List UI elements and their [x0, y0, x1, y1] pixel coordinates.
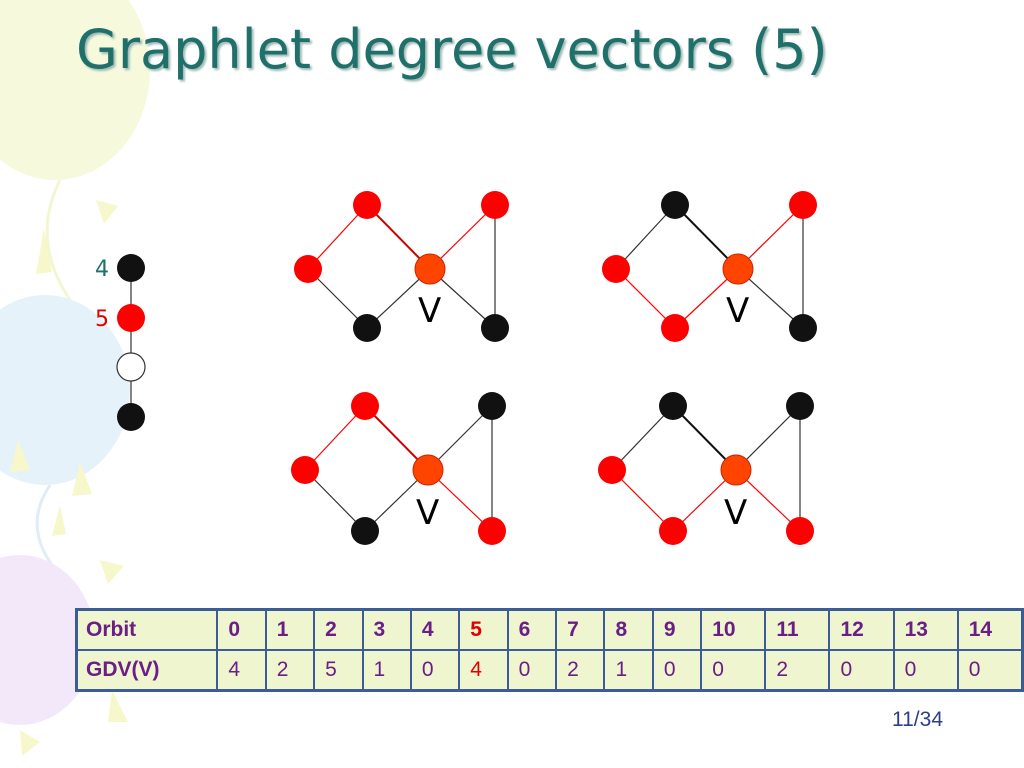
orbit-cell: 9 [652, 610, 702, 650]
slide-title: Graphlet degree vectors (5) [76, 18, 828, 81]
gdv-cell: 5 [314, 650, 363, 690]
orbit-cell: 2 [314, 610, 363, 650]
gdv-row: GDV(V) 4 2 5 1 0 4 0 2 1 0 0 2 0 0 0 [77, 650, 1022, 690]
node-black [661, 191, 689, 219]
gdv-cell: 0 [652, 650, 702, 690]
node-black [786, 392, 814, 420]
node-red [602, 255, 630, 283]
node-black [353, 314, 381, 342]
v-label: V [418, 291, 441, 331]
node-black [659, 392, 687, 420]
v-label: V [726, 291, 749, 331]
chain-node-red [117, 304, 145, 332]
edge-black [611, 405, 674, 471]
node-black [789, 314, 817, 342]
orbit-cell: 10 [701, 610, 766, 650]
edge-red [304, 405, 366, 471]
balloon-purple-decoration [0, 555, 95, 725]
page-number: 11/34 [892, 708, 943, 731]
gdv-cell: 1 [362, 650, 411, 690]
graphlet-instance-4: V [598, 392, 814, 545]
gdv-cell: 0 [507, 650, 557, 690]
orbit-cell: 14 [957, 610, 1022, 650]
node-v [412, 454, 444, 486]
chain-node-black [117, 403, 145, 431]
edge-black [304, 469, 366, 532]
node-red [351, 392, 379, 420]
node-red [353, 191, 381, 219]
orbit-cell: 0 [217, 610, 266, 650]
chain-node-white [116, 352, 146, 382]
chain-label-5: 5 [95, 307, 109, 332]
orbit-cell: 1 [265, 610, 315, 650]
confetti-decoration [72, 462, 92, 496]
confetti-decoration [108, 690, 128, 722]
orbit-cell: 11 [765, 610, 830, 650]
orbit-cell: 7 [556, 610, 605, 650]
node-red [659, 517, 687, 545]
node-black [481, 314, 509, 342]
orbit-cell: 4 [410, 610, 460, 650]
gdv-cell: 0 [893, 650, 958, 690]
node-red [789, 191, 817, 219]
node-v [722, 253, 754, 285]
gdv-cell: 0 [957, 650, 1022, 690]
gdv-cell-highlight: 4 [459, 650, 508, 690]
confetti-decoration [36, 228, 52, 274]
node-black [351, 517, 379, 545]
orbit-row: Orbit 0 1 2 3 4 5 6 7 8 9 10 11 12 13 14 [77, 610, 1022, 650]
node-red [291, 456, 319, 484]
graphlet-instance-1: V [294, 191, 509, 342]
confetti-decoration [10, 440, 30, 472]
balloon-yellow-decoration [0, 0, 150, 180]
gdv-cell: 2 [765, 650, 830, 690]
gdv-cell: 2 [265, 650, 315, 690]
chain-node-black [117, 254, 145, 282]
orbit-cell-highlight: 5 [459, 610, 508, 650]
gdv-cell: 1 [604, 650, 653, 690]
node-red [294, 255, 322, 283]
gdv-cell: 2 [556, 650, 605, 690]
v-label: V [416, 493, 439, 533]
node-red [786, 517, 814, 545]
node-red [598, 456, 626, 484]
path-graphlet: 4 5 [95, 254, 146, 431]
gdv-header: GDV(V) [77, 650, 218, 690]
confetti-decoration [52, 505, 66, 536]
node-black [478, 392, 506, 420]
node-v [720, 454, 752, 486]
gdv-cell: 0 [701, 650, 766, 690]
edge-black [615, 204, 676, 270]
edge-red [307, 204, 368, 270]
gdv-cell: 4 [217, 650, 266, 690]
node-red [661, 314, 689, 342]
confetti-decoration [96, 200, 118, 224]
graphlet-instance-2: V [602, 191, 817, 342]
gdv-cell: 0 [410, 650, 460, 690]
gdv-table: Orbit 0 1 2 3 4 5 6 7 8 9 10 11 12 13 14… [75, 608, 1024, 692]
confetti-decoration [20, 730, 40, 756]
node-red [478, 517, 506, 545]
v-label: V [724, 493, 747, 533]
orbit-header: Orbit [77, 610, 218, 650]
gdv-cell: 0 [829, 650, 894, 690]
balloon-blue-decoration [0, 295, 130, 485]
chain-label-4: 4 [95, 257, 109, 282]
orbit-cell: 3 [362, 610, 411, 650]
node-red [481, 191, 509, 219]
orbit-cell: 12 [829, 610, 894, 650]
edge-red [611, 469, 674, 532]
node-v [414, 253, 446, 285]
orbit-cell: 13 [893, 610, 958, 650]
confetti-decoration [100, 560, 124, 584]
graphlet-instance-3: V [291, 392, 506, 545]
orbit-cell: 6 [507, 610, 557, 650]
orbit-cell: 8 [604, 610, 653, 650]
